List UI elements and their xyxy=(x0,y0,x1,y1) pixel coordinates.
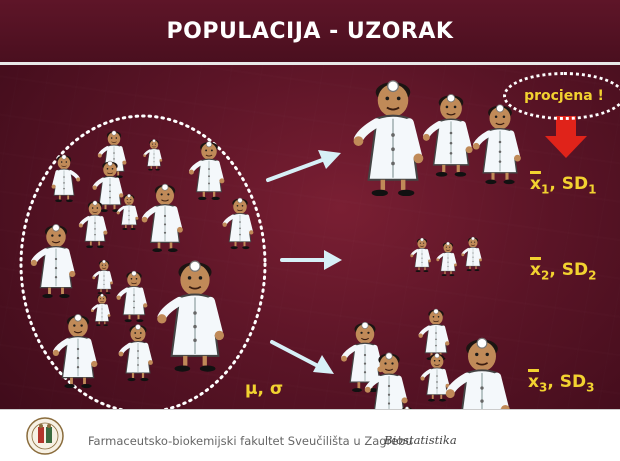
right-arrow-icon xyxy=(266,150,341,182)
doctor-figure xyxy=(354,81,424,196)
title-bar: POPULACIJA - UZORAK xyxy=(0,0,620,65)
sample-2-stats: x2, SD2 xyxy=(530,260,596,282)
doctor-figure xyxy=(31,224,76,298)
sd-index: 2 xyxy=(588,268,597,283)
sd-label: , SD xyxy=(549,260,589,280)
doctor-figure xyxy=(223,198,254,249)
doctor-figure xyxy=(119,324,153,381)
estimate-label: procjena ! xyxy=(524,88,604,104)
mean-symbol: x xyxy=(530,260,541,280)
estimate-bubble: procjena ! xyxy=(503,72,620,120)
doctor-figure xyxy=(436,240,459,276)
population-params: μ, σ xyxy=(245,379,284,399)
footer-faculty: Farmaceutsko-biokemijski fakultet Sveuči… xyxy=(88,434,413,448)
doctor-figure xyxy=(473,105,521,184)
sample-3-stats: x3, SD3 xyxy=(528,372,594,394)
population-group xyxy=(31,128,254,388)
sample-2-group xyxy=(410,235,484,276)
doctor-figure xyxy=(420,351,452,402)
mean-index: 2 xyxy=(540,268,550,283)
sd-index: 3 xyxy=(586,380,595,395)
doctor-figure xyxy=(157,261,224,372)
sd-index: 1 xyxy=(588,182,597,197)
down-arrow-icon xyxy=(545,116,587,158)
sample-1-group xyxy=(354,81,521,196)
population-ellipse xyxy=(19,114,267,414)
doctor-figure xyxy=(143,138,164,171)
doctor-figure xyxy=(189,142,224,201)
doctor-figure xyxy=(142,184,183,252)
footer xyxy=(0,409,620,461)
doctor-figure xyxy=(410,236,433,272)
sample-1-stats: x1, SD1 xyxy=(530,174,596,196)
doctor-figure xyxy=(461,235,484,271)
university-seal-icon xyxy=(26,417,64,455)
right-arrow-icon xyxy=(280,250,342,270)
footer-course: Biostatistika xyxy=(384,433,457,447)
doctor-figure xyxy=(90,292,112,326)
mean-symbol: x xyxy=(530,174,541,194)
doctor-figure xyxy=(117,271,148,322)
sd-label: , SD xyxy=(547,372,587,392)
mean-index: 1 xyxy=(540,182,550,197)
doctor-figure xyxy=(78,198,110,248)
mean-index: 3 xyxy=(538,380,548,395)
doctor-figure xyxy=(423,94,473,176)
doctor-figure xyxy=(419,309,450,360)
right-arrow-icon xyxy=(270,340,334,374)
mean-symbol: x xyxy=(528,372,539,392)
sd-label: , SD xyxy=(549,174,589,194)
doctor-figure xyxy=(92,258,115,294)
doctor-figure xyxy=(53,314,98,388)
slide-title: POPULACIJA - UZORAK xyxy=(166,18,454,44)
